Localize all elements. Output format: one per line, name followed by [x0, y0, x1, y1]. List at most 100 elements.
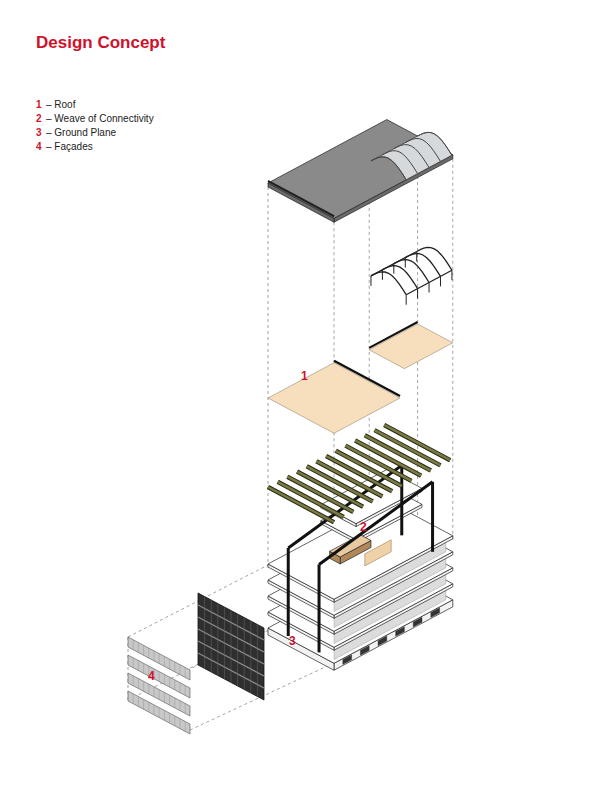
- arch-rib: [417, 247, 452, 270]
- ground-opening: [343, 655, 352, 665]
- louvre-fin: [174, 680, 175, 690]
- raised-plane: [369, 324, 453, 369]
- frame-rail: [371, 251, 417, 275]
- top-roof: [268, 120, 453, 223]
- frame-leg: [417, 289, 418, 299]
- louvre-fin: [180, 683, 181, 693]
- louvre-fin: [185, 721, 186, 731]
- key-number: 3: [36, 127, 42, 139]
- frame-post: [287, 548, 290, 636]
- louvre-fin: [154, 705, 155, 715]
- louvre-fin: [174, 662, 175, 672]
- louvre-fin: [164, 710, 165, 720]
- louvre-fin: [133, 640, 134, 650]
- frame-leg: [429, 282, 430, 292]
- callout-number: 3: [289, 635, 296, 649]
- dashed-guide: [268, 183, 269, 568]
- louvre-fin: [169, 677, 170, 687]
- frame-post: [431, 482, 434, 552]
- arch-rib: [371, 157, 406, 180]
- louvre-fin: [159, 654, 160, 664]
- facade-mullion: [231, 610, 232, 682]
- louvre-fin: [148, 684, 149, 694]
- ground-opening: [396, 627, 405, 637]
- frame-leg: [406, 295, 407, 305]
- vault-frame: [371, 247, 452, 304]
- arch-rib: [394, 145, 429, 168]
- ground-opening: [431, 608, 440, 618]
- key-text: – Roof: [46, 99, 75, 111]
- roof-edge: [334, 361, 400, 396]
- roof-planes: [268, 322, 453, 433]
- arch-rib: [394, 260, 429, 283]
- key-number: 4: [36, 141, 42, 153]
- louvre-fin: [154, 651, 155, 661]
- louvre-fin: [180, 665, 181, 675]
- louvre-fin: [148, 648, 149, 658]
- ground-opening: [413, 617, 422, 627]
- louvre-fin: [143, 663, 144, 673]
- louvre-fin: [185, 685, 186, 695]
- projection-lines: [128, 136, 453, 730]
- frame-rail: [406, 270, 452, 294]
- callout-number: 2: [360, 521, 367, 535]
- louvre-fin: [138, 679, 139, 689]
- roof-plane: [268, 363, 400, 434]
- frame-leg: [440, 276, 441, 286]
- louvre-fin: [164, 674, 165, 684]
- louvre-fin: [169, 695, 170, 705]
- facade-mullion: [204, 596, 205, 668]
- louvre-fin: [138, 643, 139, 653]
- ground-opening: [378, 636, 387, 646]
- louvre-fin: [169, 713, 170, 723]
- facade-mullion: [257, 624, 258, 696]
- louvre-fin: [185, 703, 186, 713]
- louvre-fin: [133, 676, 134, 686]
- louvre-fin: [164, 692, 165, 702]
- facade-mullion: [224, 607, 225, 679]
- dashed-guide: [452, 155, 453, 540]
- beams: [268, 425, 450, 522]
- key-number: 1: [36, 99, 42, 111]
- arch-rib: [417, 132, 452, 155]
- louvre-fin: [174, 716, 175, 726]
- louvre-fin: [159, 690, 160, 700]
- key-text: – Weave of Connectivity: [46, 113, 154, 125]
- frame-leg: [370, 276, 371, 286]
- key-text: – Façades: [46, 141, 93, 153]
- facade-mullion: [250, 621, 251, 693]
- arch-rib: [382, 266, 417, 289]
- louvre-fin: [133, 694, 134, 704]
- frame-leg: [405, 258, 406, 268]
- louvre-fin: [138, 661, 139, 671]
- facades: [128, 593, 264, 734]
- louvre-fin: [148, 702, 149, 712]
- roof-slab: [268, 120, 453, 219]
- callout-number: 1: [301, 370, 308, 384]
- louvre-fin: [174, 698, 175, 708]
- key-text: – Ground Plane: [46, 127, 116, 139]
- roof-edge: [268, 181, 334, 216]
- louvre-fin: [185, 667, 186, 677]
- louvre-fin: [169, 659, 170, 669]
- building: [268, 465, 453, 670]
- louvre-band: [128, 691, 190, 734]
- louvre-fin: [138, 697, 139, 707]
- beam: [384, 425, 450, 460]
- louvre-fin: [133, 658, 134, 668]
- louvre-fin: [164, 656, 165, 666]
- arch-rib: [405, 139, 440, 162]
- roof-edge: [369, 322, 417, 348]
- beam: [384, 425, 450, 460]
- facade-mullion: [211, 600, 212, 672]
- facade-mullion: [217, 603, 218, 675]
- callout-number: 4: [148, 670, 155, 684]
- louvre-fin: [180, 701, 181, 711]
- frame-leg: [416, 251, 417, 261]
- title: Design Concept: [36, 33, 165, 53]
- key-number: 2: [36, 113, 42, 125]
- arch-rib: [405, 254, 440, 277]
- facade-mullion: [237, 614, 238, 686]
- drawing: [128, 120, 453, 734]
- frame-leg: [393, 264, 394, 274]
